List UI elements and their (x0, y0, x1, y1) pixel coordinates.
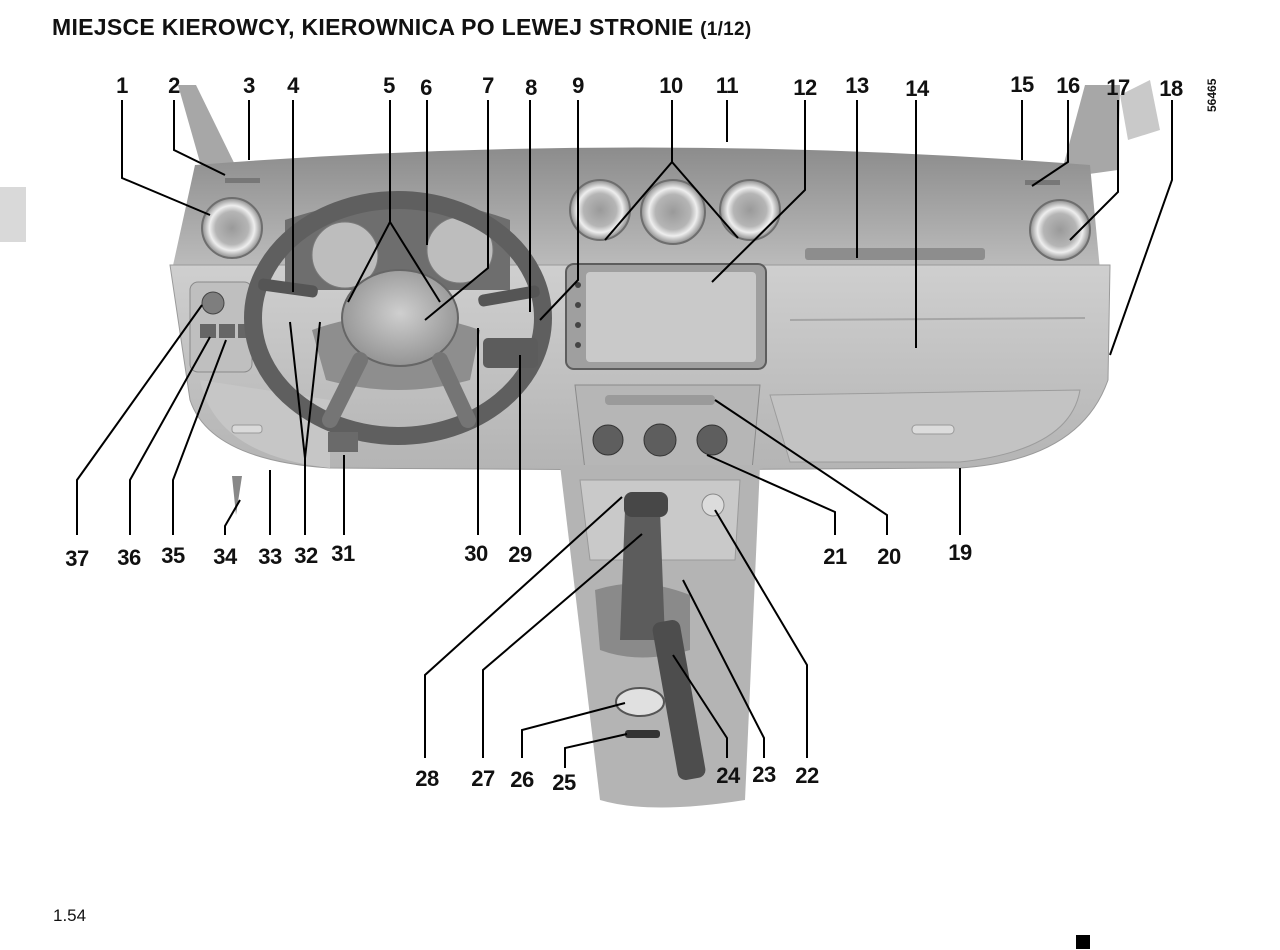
callout-22: 22 (795, 763, 819, 788)
title-main: MIEJSCE KIEROWCY, KIEROWNICA PO LEWEJ ST… (52, 14, 694, 40)
callout-labels: 1 2 3 4 5 6 7 8 9 10 11 12 13 14 15 16 1… (65, 72, 1183, 795)
callout-17: 17 (1106, 75, 1130, 100)
callout-23: 23 (752, 762, 776, 787)
callout-34: 34 (213, 544, 238, 569)
callout-9: 9 (572, 73, 584, 98)
dashboard-drawing (169, 80, 1160, 808)
callout-8: 8 (525, 75, 537, 100)
callout-20: 20 (877, 544, 901, 569)
callout-6: 6 (420, 75, 432, 100)
callout-24: 24 (716, 763, 741, 788)
callout-25: 25 (552, 770, 576, 795)
callout-10: 10 (659, 73, 683, 98)
figure-code: 56465 (1205, 78, 1219, 112)
callout-14: 14 (905, 76, 930, 101)
callout-26: 26 (510, 767, 534, 792)
callout-7: 7 (482, 73, 494, 98)
callout-29: 29 (508, 542, 532, 567)
page-number: 1.54 (53, 906, 87, 925)
callout-27: 27 (471, 766, 495, 791)
callout-12: 12 (793, 75, 817, 100)
callout-1: 1 (116, 73, 128, 98)
callout-32: 32 (294, 543, 318, 568)
callout-13: 13 (845, 73, 869, 98)
callout-28: 28 (415, 766, 439, 791)
callout-21: 21 (823, 544, 847, 569)
callout-4: 4 (287, 73, 300, 98)
callout-37: 37 (65, 546, 89, 571)
callout-15: 15 (1010, 72, 1034, 97)
page-title: MIEJSCE KIEROWCY, KIEROWNICA PO LEWEJ ST… (52, 14, 752, 41)
callout-11: 11 (716, 73, 739, 98)
callout-5: 5 (383, 73, 395, 98)
callout-36: 36 (117, 545, 141, 570)
end-of-section-marker (1076, 935, 1090, 949)
title-page-indicator: (1/12) (700, 19, 752, 40)
callout-2: 2 (168, 73, 180, 98)
callout-18: 18 (1159, 76, 1183, 101)
callout-33: 33 (258, 544, 282, 569)
callout-16: 16 (1056, 73, 1080, 98)
leader-lines (76, 100, 1173, 768)
section-tab (0, 187, 26, 242)
callout-31: 31 (331, 541, 355, 566)
callout-30: 30 (464, 541, 488, 566)
callout-3: 3 (243, 73, 255, 98)
callout-19: 19 (948, 540, 972, 565)
callout-35: 35 (161, 543, 185, 568)
